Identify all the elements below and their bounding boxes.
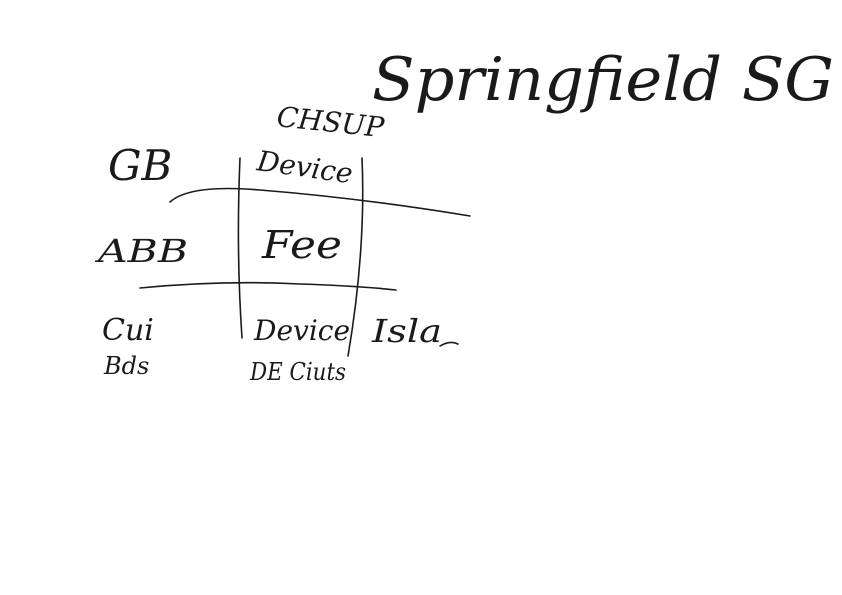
- cell-bottom-line2: DE Ciuts: [249, 358, 346, 386]
- cell-bottom-line1: Device: [253, 314, 350, 347]
- row-label-bottom-line2: Bds: [103, 352, 149, 380]
- middle-row-divider: [139, 281, 397, 291]
- row-label-bottom-line1: Cui: [102, 313, 154, 348]
- right-cell-tick: [439, 341, 459, 347]
- cell-middle: Fee: [261, 223, 342, 267]
- table-grid: [139, 157, 471, 357]
- handwritten-text: Springfield SG CHSUP Device GB ABB Fee C…: [94, 45, 834, 386]
- title-text: Springfield SG: [372, 45, 834, 115]
- header-row-divider: [169, 187, 471, 217]
- column-divider-left: [237, 157, 243, 339]
- column-divider-right: [347, 157, 364, 357]
- row-header-top: GB: [108, 141, 172, 190]
- row-label-middle: ABB: [94, 232, 188, 270]
- cell-bottom-right: Isla: [371, 312, 442, 350]
